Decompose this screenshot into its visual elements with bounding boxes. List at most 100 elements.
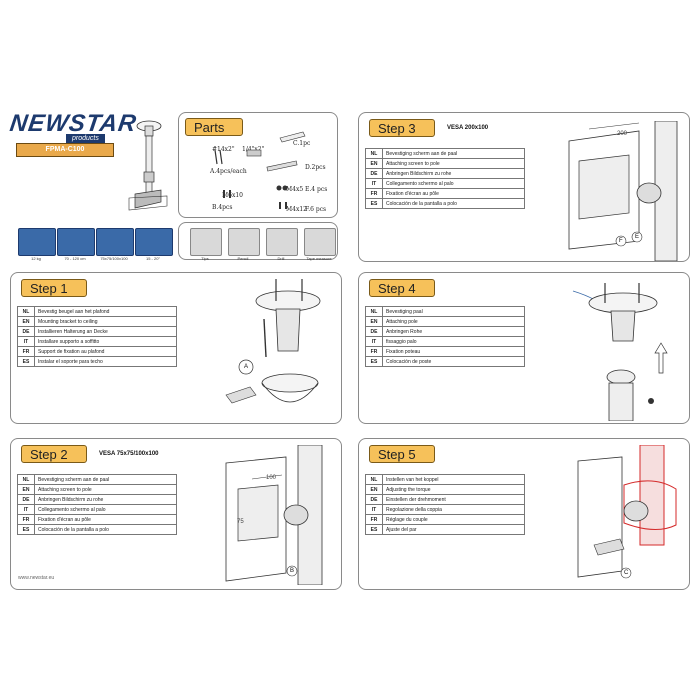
instruction-text: Colocación de la pantalla a polo bbox=[382, 198, 525, 209]
instruction-text: Anbringen Rohe bbox=[382, 326, 525, 337]
callout-f: F bbox=[619, 238, 623, 244]
lang-code: ES bbox=[17, 524, 35, 535]
step-1-drawing bbox=[225, 279, 321, 404]
pencil-icon bbox=[228, 228, 260, 256]
step-1-title: Step 1 bbox=[21, 279, 87, 297]
part-label: #14x2" bbox=[212, 146, 235, 153]
dim-label: 100 bbox=[266, 475, 277, 481]
lang-code: IT bbox=[17, 336, 35, 347]
instruction-text: Einstellen der drehmoment bbox=[382, 494, 525, 505]
instruction-text: Anbringen Bildschirm zu rohe bbox=[382, 168, 525, 179]
lang-code: NL bbox=[17, 306, 35, 317]
spec-label: 70 - 120 cm bbox=[64, 256, 86, 261]
instruction-text: Regolazione della coppia bbox=[382, 504, 525, 515]
step-4-drawing bbox=[572, 283, 668, 421]
tape-measure-icon bbox=[304, 228, 336, 256]
tool-label: Tape measure bbox=[306, 256, 332, 261]
callout-b: B bbox=[290, 568, 295, 574]
instruction-text: Anbringen Bildschirm zu rohe bbox=[34, 494, 177, 505]
part-label: C.1pc bbox=[293, 140, 311, 147]
tool-label: Tips bbox=[201, 256, 209, 261]
lang-code: FR bbox=[365, 188, 383, 199]
instruction-text: Bevestiging scherm aan de paal bbox=[382, 148, 525, 159]
part-label: 1/4"x2" bbox=[242, 146, 265, 153]
lang-code: NL bbox=[17, 474, 35, 485]
instruction-text: Colocación de poste bbox=[382, 356, 525, 367]
part-label: F.6 pcs bbox=[305, 206, 327, 213]
dim-label: 200 bbox=[617, 131, 628, 137]
part-label: B.4pcs bbox=[212, 204, 233, 211]
tilt-icon bbox=[135, 228, 173, 256]
lang-code: NL bbox=[365, 148, 383, 159]
step-4-title: Step 4 bbox=[369, 279, 435, 297]
part-label: M4x5 bbox=[286, 186, 304, 193]
parts-drawings bbox=[214, 131, 306, 209]
lang-code: IT bbox=[365, 504, 383, 515]
model-badge: FPMA-C100 bbox=[16, 143, 114, 157]
step-2-vesa: VESA 75x75/100x100 bbox=[99, 451, 159, 457]
drill-icon bbox=[266, 228, 298, 256]
vesa-icon bbox=[96, 228, 134, 256]
lang-code: ES bbox=[17, 356, 35, 367]
part-label: A.4pcs/each bbox=[210, 168, 247, 175]
footer-url: www.newstar.eu bbox=[18, 575, 55, 581]
instruction-text: Attaching screen to pole bbox=[382, 158, 525, 169]
part-label: E.4 pcs bbox=[305, 186, 328, 193]
lang-code: EN bbox=[365, 484, 383, 495]
instruction-text: Installieren Halterung an Decke bbox=[34, 326, 177, 337]
step-5-title: Step 5 bbox=[369, 445, 435, 463]
instruction-text: Bevestiging paal bbox=[382, 306, 525, 317]
instruction-text: Bevestiging scherm aan de paal bbox=[34, 474, 177, 485]
lang-code: IT bbox=[17, 504, 35, 515]
parts-panel: Parts bbox=[178, 112, 338, 218]
product-illustration bbox=[128, 120, 168, 211]
step-3-title: Step 3 bbox=[369, 119, 435, 137]
lang-code: ES bbox=[365, 356, 383, 367]
lang-code: ES bbox=[365, 524, 383, 535]
lang-code: FR bbox=[365, 346, 383, 357]
instruction-text: Mounting bracket to ceiling bbox=[34, 316, 177, 327]
instruction-text: Bevestig beugel aan het plafond bbox=[34, 306, 177, 317]
instruction-text: Ajuste del par bbox=[382, 524, 525, 535]
height-icon bbox=[57, 228, 95, 256]
lang-code: NL bbox=[365, 474, 383, 485]
step-3-vesa: VESA 200x100 bbox=[447, 125, 489, 131]
tool-label: Drill bbox=[277, 256, 285, 261]
instruction-text: Installare supporto a soffitto bbox=[34, 336, 177, 347]
instruction-text: Support de fixation au plafond bbox=[34, 346, 177, 357]
lang-code: EN bbox=[17, 484, 35, 495]
instruction-text: Collegamento schermo al palo bbox=[382, 178, 525, 189]
instruction-text: Réglage du couple bbox=[382, 514, 525, 525]
tool-label: Pencil bbox=[237, 256, 249, 261]
lang-code: EN bbox=[17, 316, 35, 327]
instruction-text: Instellen van het koppel bbox=[382, 474, 525, 485]
brand-sub: products bbox=[66, 134, 105, 143]
instruction-text: Adjusting the torque bbox=[382, 484, 525, 495]
spec-label: 15 - 20° bbox=[145, 256, 161, 261]
lang-code: DE bbox=[17, 494, 35, 505]
callout-a: A bbox=[244, 364, 249, 370]
lang-code: FR bbox=[17, 346, 35, 357]
part-label: M4x12 bbox=[286, 206, 307, 213]
lang-code: EN bbox=[365, 158, 383, 169]
lang-code: IT bbox=[365, 336, 383, 347]
instruction-text: Colocación de la pantalla a polo bbox=[34, 524, 177, 535]
spec-label: 75x75/100x100 bbox=[100, 256, 128, 261]
instruction-text: Fixation d'écran au pôle bbox=[34, 514, 177, 525]
part-label: M6x10 bbox=[222, 192, 243, 199]
lang-code: ES bbox=[365, 198, 383, 209]
instruction-text: Attaching pole bbox=[382, 316, 525, 327]
lang-code: DE bbox=[365, 494, 383, 505]
lang-code: FR bbox=[17, 514, 35, 525]
lang-code: FR bbox=[365, 514, 383, 525]
lang-code: IT bbox=[365, 178, 383, 189]
